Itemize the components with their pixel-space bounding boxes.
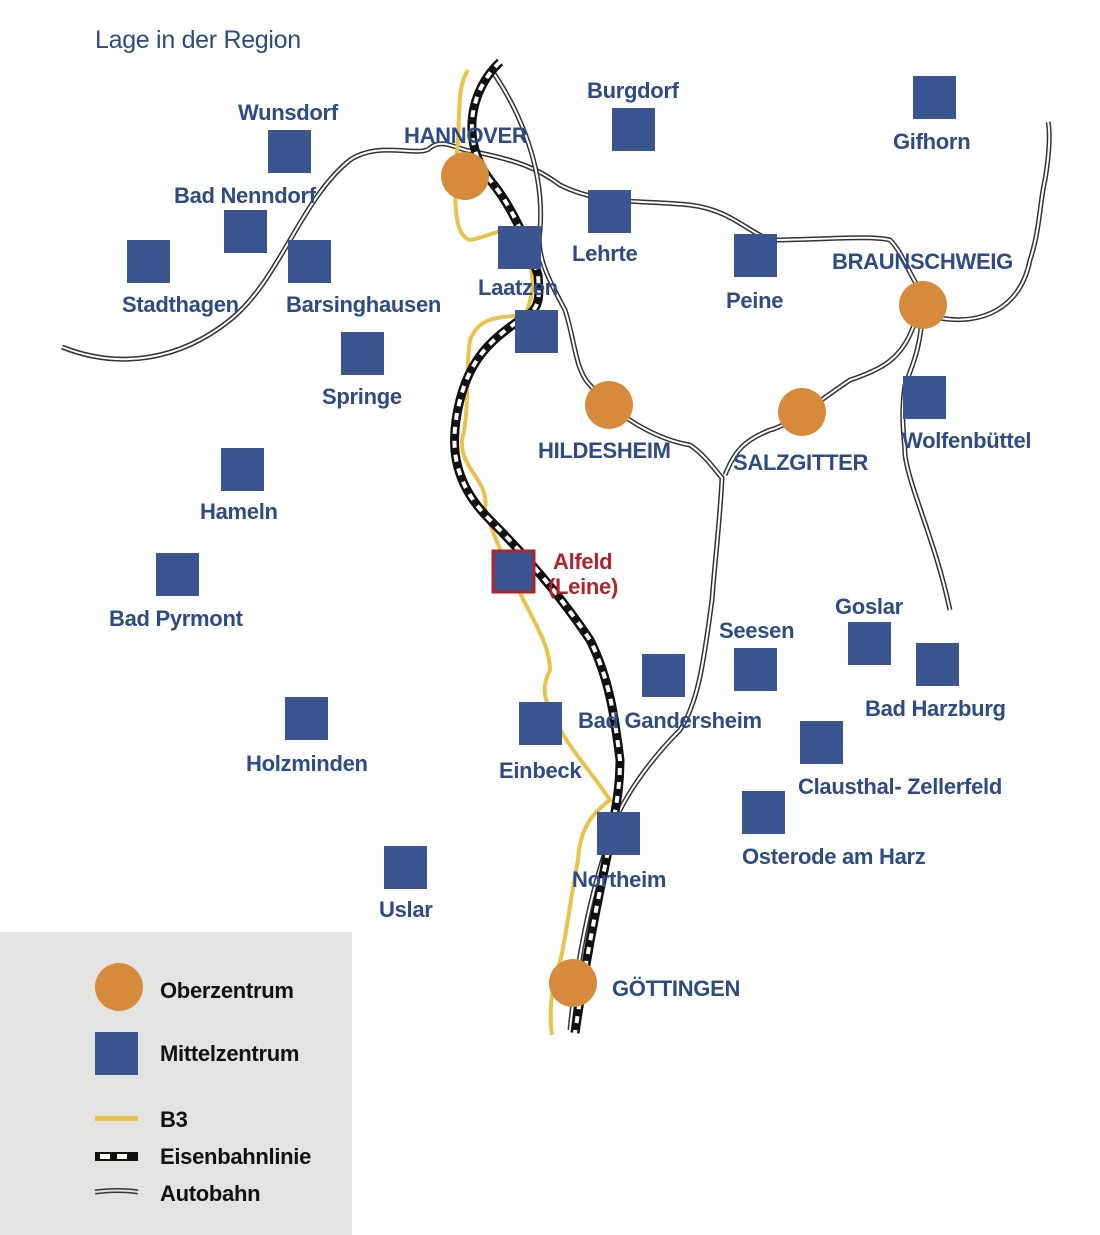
legend-b3-icon [95,1116,138,1121]
label-wolfenbuettel: Wolfenbüttel [902,428,1032,453]
label-burgdorf: Burgdorf [587,78,679,103]
legend-autobahn-label: Autobahn [160,1181,261,1206]
legend-panel: Oberzentrum Mittelzentrum B3 Eisenbahnli… [0,932,352,1235]
label-laatzen: Laatzen [478,275,558,300]
marker-wunsdorf [268,130,311,173]
autobahn-network [61,66,1052,1031]
mittelzentren-markers [127,76,959,889]
legend-oberzentrum-icon [95,963,143,1011]
marker-bad-pyrmont [156,553,199,596]
label-goslar: Goslar [835,594,903,619]
legend-mittelzentrum-label: Mittelzentrum [160,1041,300,1066]
marker-hameln [221,448,264,491]
label-hameln: Hameln [200,499,278,524]
label-braunschweig: BRAUNSCHWEIG [832,249,1013,274]
label-wunsdorf: Wunsdorf [238,100,338,125]
label-hildesheim: HILDESHEIM [538,438,671,463]
label-peine: Peine [726,288,784,313]
marker-lehrte [588,190,631,233]
label-hannover: HANNOVER [404,123,528,148]
legend-autobahn-icon [94,1188,139,1195]
marker-peine [734,234,777,277]
marker-hannover [441,152,489,200]
oberzentren-markers [441,152,947,1007]
label-bad-pyrmont: Bad Pyrmont [109,606,243,631]
marker-burgdorf [612,108,655,151]
legend-symbols [94,963,143,1195]
marker-salzgitter [778,388,826,436]
marker-goettingen [549,959,597,1007]
marker-gifhorn [913,76,956,119]
legend-mittelzentrum-icon [95,1032,138,1075]
marker-seesen [734,648,777,691]
label-salzgitter: SALZGITTER [733,450,869,475]
legend-rail-icon [95,1152,138,1161]
legend-b3-label: B3 [160,1107,188,1132]
legend-rail-label: Eisenbahnlinie [160,1144,312,1169]
label-stadthagen: Stadthagen [122,292,239,317]
label-alfeld: Alfeld (Leine) [548,549,618,599]
label-barsinghausen: Barsinghausen [286,292,442,317]
marker-einbeck [519,702,562,745]
marker-uslar [384,846,427,889]
label-gifhorn: Gifhorn [893,129,971,154]
legend-oberzentrum-label: Oberzentrum [160,978,294,1003]
label-alfeld-line2: (Leine) [548,574,619,599]
label-bad-gandersheim: Bad Gandersheim [578,708,762,733]
marker-bad-gandersheim [642,654,685,697]
marker-holzminden [285,697,328,740]
label-alfeld-line1: Alfeld [553,549,613,574]
marker-stadthagen [127,240,170,283]
autobahn-a395 [900,309,953,611]
label-seesen: Seesen [719,618,795,643]
marker-northeim [597,812,640,855]
label-lehrte: Lehrte [572,241,638,266]
autobahn-a39 [722,299,923,476]
marker-osterode [742,791,785,834]
label-clausthal-zellerfeld: Clausthal- Zellerfeld [798,774,1002,799]
marker-clausthal-zellerfeld [800,721,843,764]
map-title: Lage in der Region [95,26,301,54]
label-holzminden: Holzminden [246,751,368,776]
marker-barsinghausen [288,240,331,283]
marker-springe [341,332,384,375]
label-bad-nenndorf: Bad Nenndorf [174,183,316,208]
label-osterode: Osterode am Harz [742,844,926,869]
label-bad-harzburg: Bad Harzburg [865,696,1006,721]
marker-laatzen-2 [515,310,558,353]
marker-bad-nenndorf [224,210,267,253]
marker-alfeld-highlight [491,549,536,594]
marker-laatzen [498,226,541,269]
marker-hildesheim [585,381,633,429]
autobahn-a2-west [61,141,927,362]
label-einbeck: Einbeck [499,758,582,783]
label-goettingen: GÖTTINGEN [612,976,741,1001]
marker-bad-harzburg [916,643,959,686]
marker-braunschweig [899,281,947,329]
autobahn-a391 [939,121,1052,323]
label-uslar: Uslar [379,897,433,922]
marker-wolfenbuettel [903,376,946,419]
label-northeim: Northeim [572,867,667,892]
label-springe: Springe [322,384,402,409]
autobahn-a7 [487,66,725,1031]
marker-goslar [848,622,891,665]
